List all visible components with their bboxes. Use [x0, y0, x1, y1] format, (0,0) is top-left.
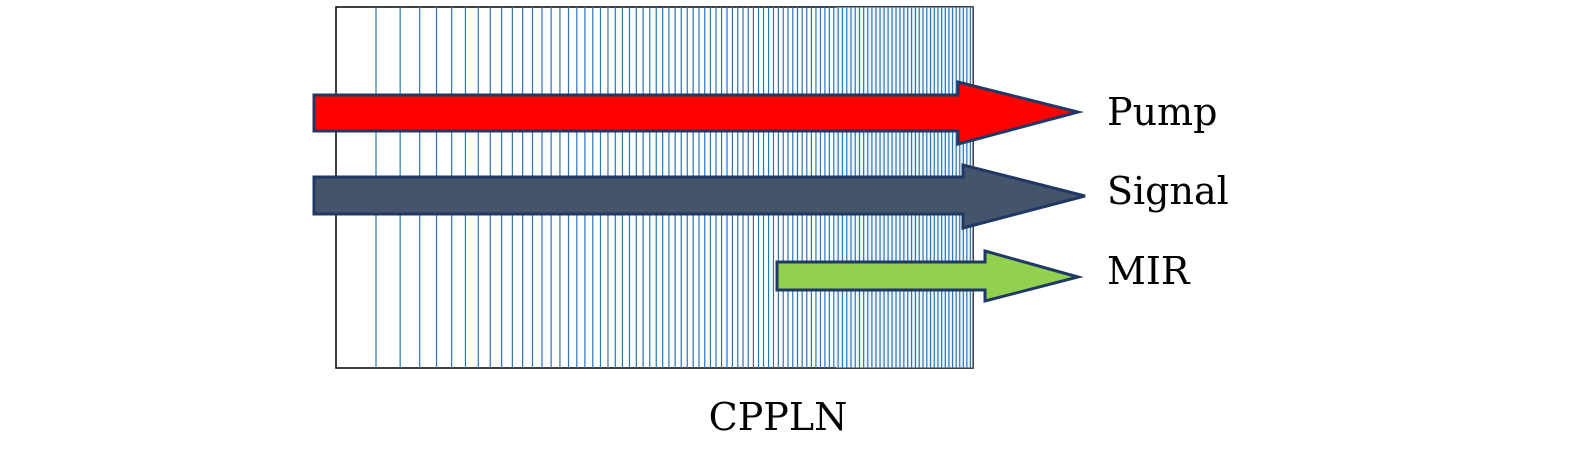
mir-label: MIR — [1107, 249, 1191, 293]
pump-arrow — [312, 80, 1084, 146]
crystal-label: CPPLN — [709, 395, 848, 439]
signal-label: Signal — [1107, 169, 1229, 213]
mir-arrow — [775, 249, 1084, 303]
signal-arrow — [312, 163, 1086, 230]
pump-label: Pump — [1107, 90, 1217, 134]
